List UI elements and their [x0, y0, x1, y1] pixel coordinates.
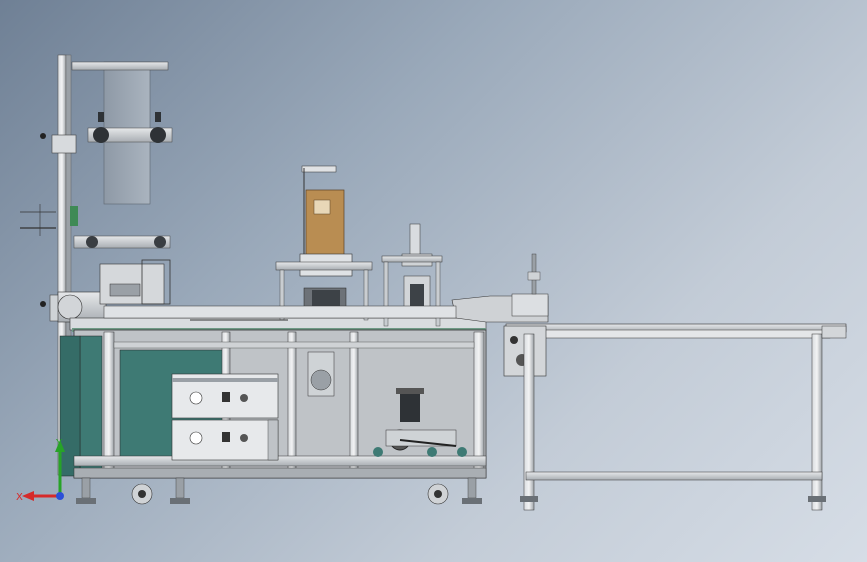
output-conveyor: [503, 323, 847, 511]
main-bed: [103, 305, 457, 319]
feeding-unit: [57, 259, 171, 323]
coordinate-triad: X Y: [16, 438, 65, 503]
transfer-guard: [451, 253, 549, 323]
y-axis-label: Y: [55, 438, 63, 449]
z-axis-dot: [56, 492, 64, 500]
casters: [76, 477, 482, 505]
generator-lower: [171, 419, 279, 461]
welding-head: [275, 165, 373, 321]
main-frame: [59, 329, 487, 479]
film-web: [20, 61, 173, 307]
drive-unit: [307, 351, 467, 457]
x-axis-label: X: [16, 492, 23, 503]
generator-upper: [171, 373, 279, 419]
